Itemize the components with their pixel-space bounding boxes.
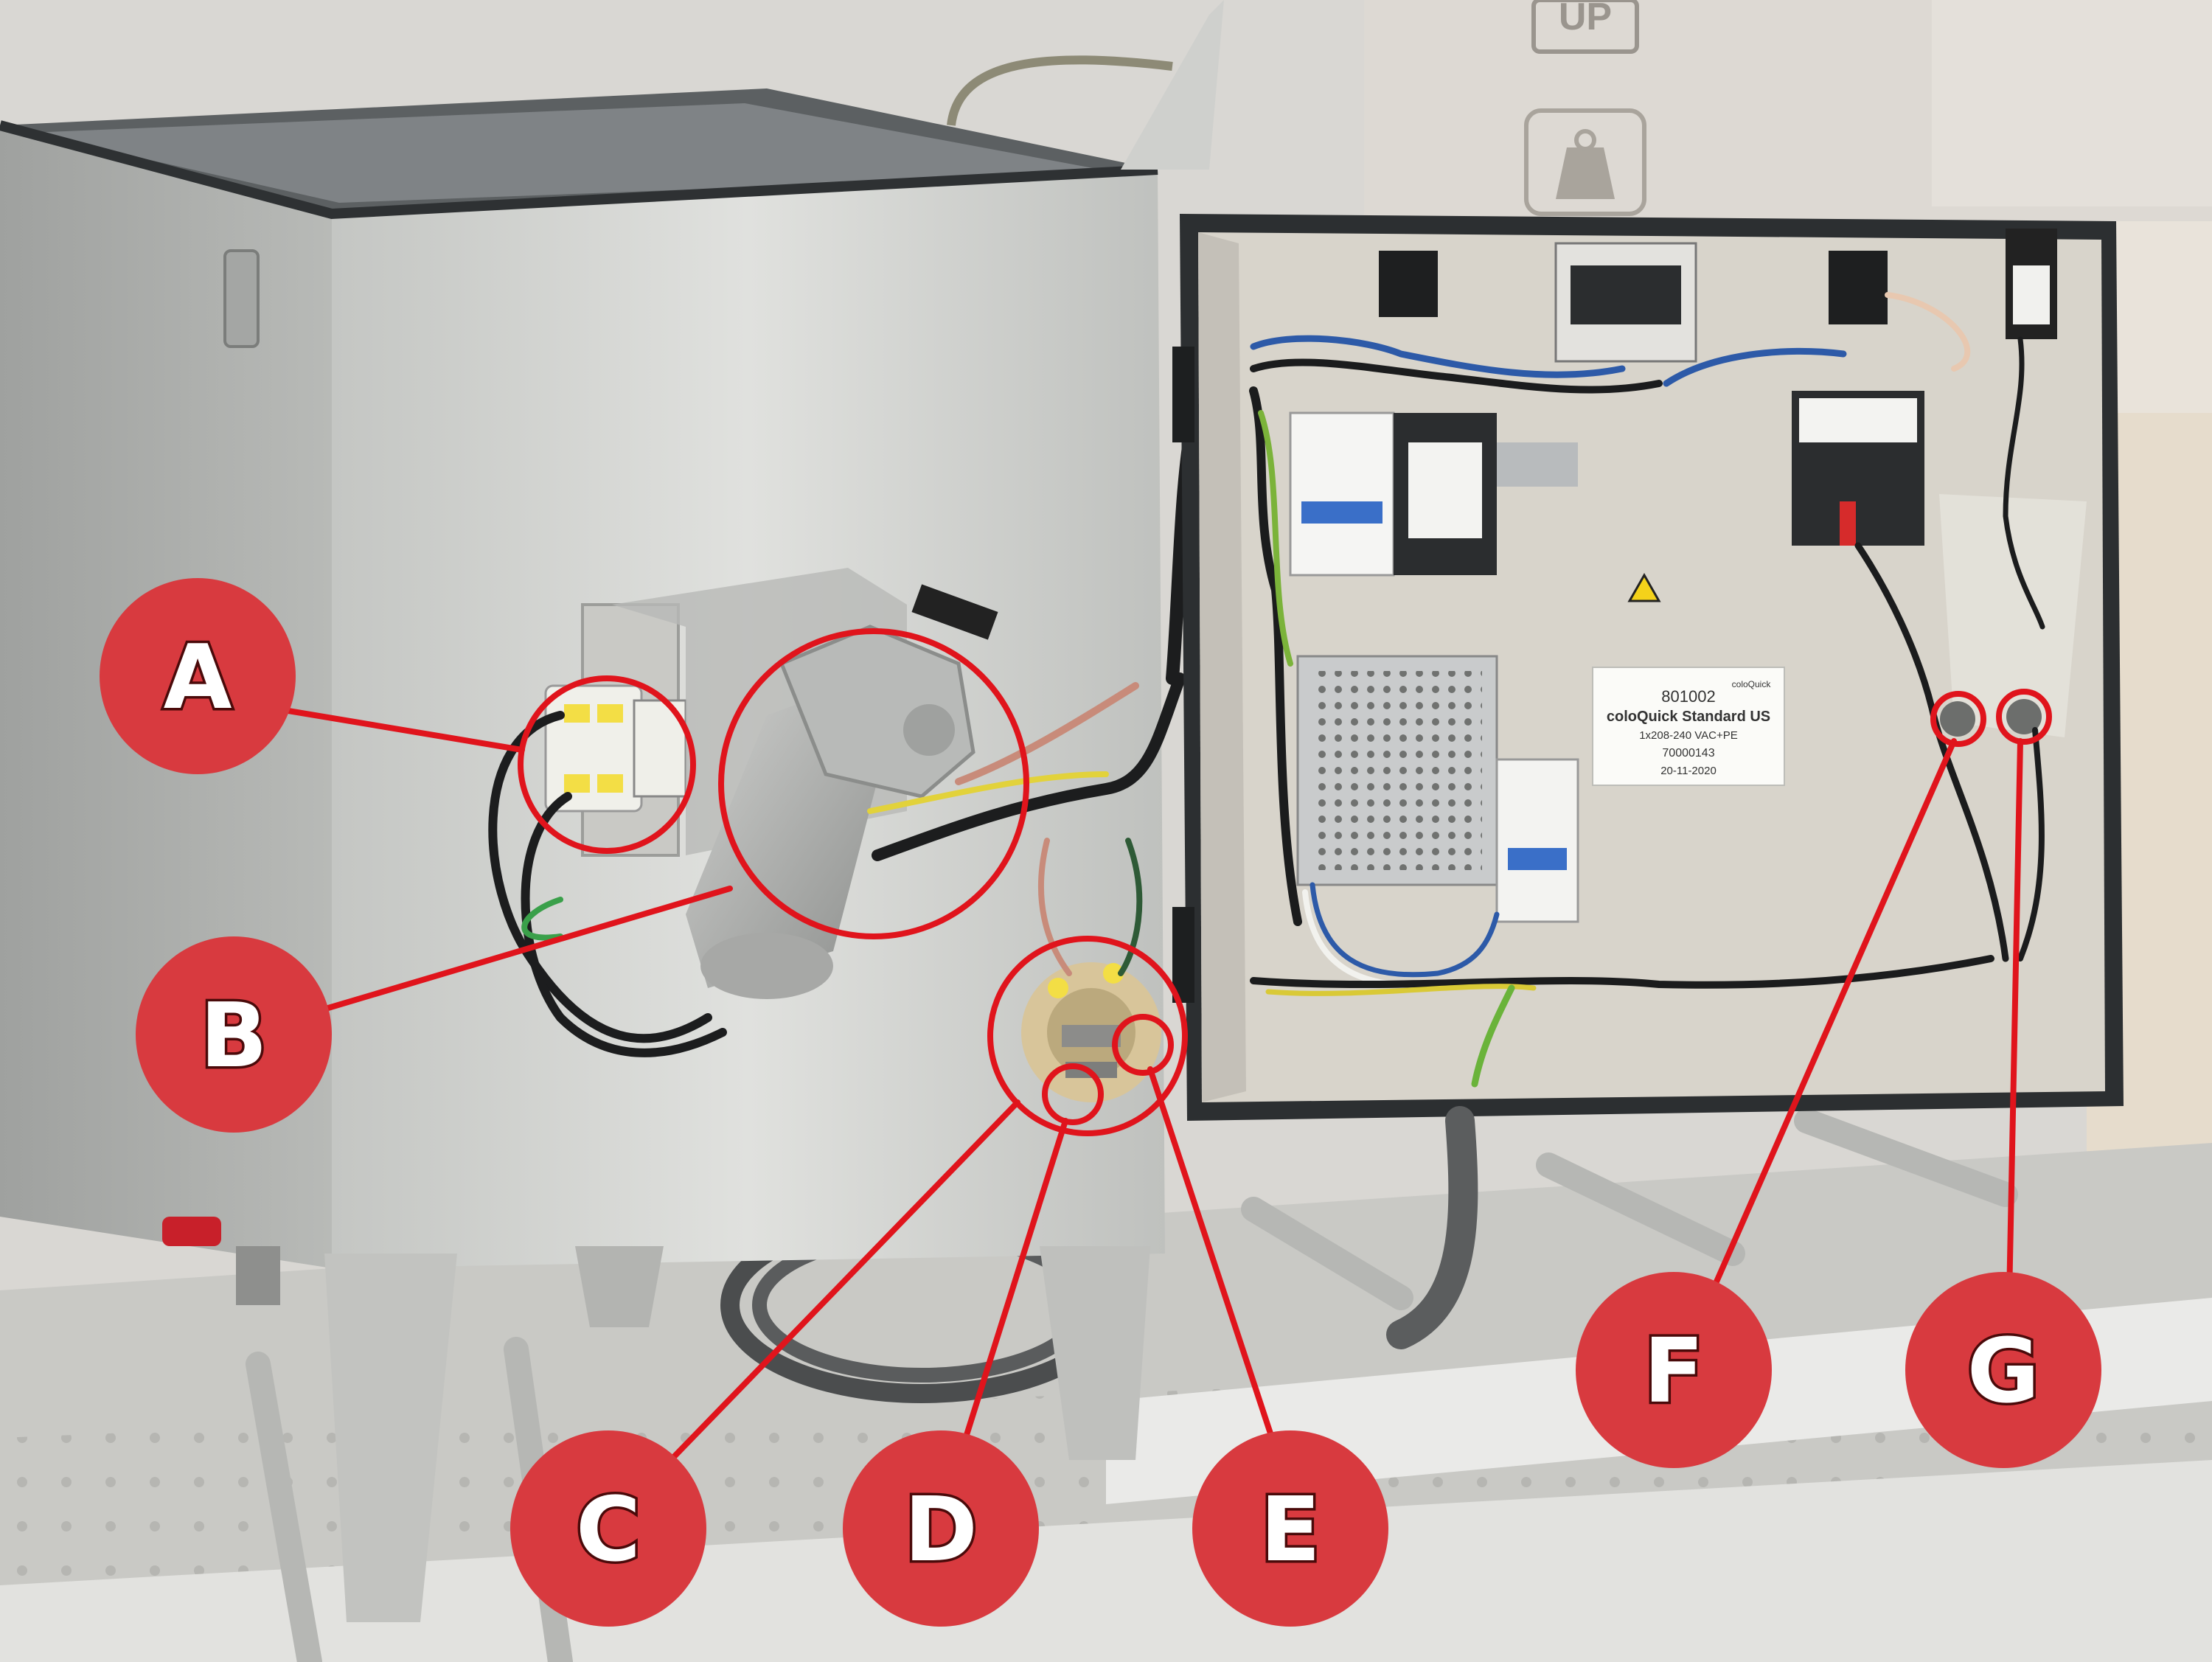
sticker-voltage: 1x208-240 VAC+PE — [1639, 729, 1738, 742]
ring-C — [987, 936, 1188, 1136]
label-D: D — [904, 1479, 978, 1582]
label-C: C — [576, 1479, 641, 1582]
sticker-number: 801002 — [1661, 687, 1715, 706]
crate-mark: UP — [1559, 0, 1612, 38]
label-A: A — [164, 627, 232, 729]
callout-A: A — [100, 578, 296, 774]
callout-B: B — [136, 936, 332, 1133]
ring-D — [1042, 1063, 1104, 1125]
weight-icon — [1524, 108, 1646, 216]
control-cabinet: 801002 coloQuick coloQuick Standard US 1… — [1172, 214, 2124, 1349]
leader-E — [1147, 1066, 1275, 1441]
ring-B — [718, 628, 1029, 939]
leader-F — [1711, 738, 1957, 1290]
label-G: G — [1967, 1321, 2040, 1423]
ring-A — [518, 675, 696, 854]
leader-D — [959, 1118, 1068, 1452]
label-E: E — [1260, 1479, 1321, 1582]
ring-F — [1930, 691, 1986, 747]
terminal-block — [544, 603, 687, 857]
leader-G — [2006, 738, 2023, 1301]
sticker-product: coloQuick Standard US — [1607, 709, 1770, 725]
label-B: B — [200, 985, 267, 1088]
callout-F: F — [1576, 1272, 1772, 1468]
label-F: F — [1644, 1321, 1704, 1423]
callout-D: D — [843, 1430, 1039, 1627]
ring-E — [1112, 1014, 1174, 1076]
callout-leaders — [281, 628, 2052, 1467]
sticker-serial: 70000143 — [1662, 747, 1714, 759]
ring-G — [1996, 689, 2052, 745]
callout-G: G — [1905, 1272, 2101, 1468]
heater-flange — [1021, 962, 1161, 1102]
callout-E: E — [1192, 1430, 1388, 1627]
callout-C: C — [510, 1430, 706, 1627]
sticker-date: 20-11-2020 — [1660, 765, 1717, 777]
callout-badges: A B C D E F G — [100, 578, 2101, 1627]
leader-B — [318, 886, 733, 1013]
leader-A — [281, 707, 525, 753]
sticker-brand: coloQuick — [1732, 679, 1772, 689]
leader-C — [664, 1099, 1020, 1467]
